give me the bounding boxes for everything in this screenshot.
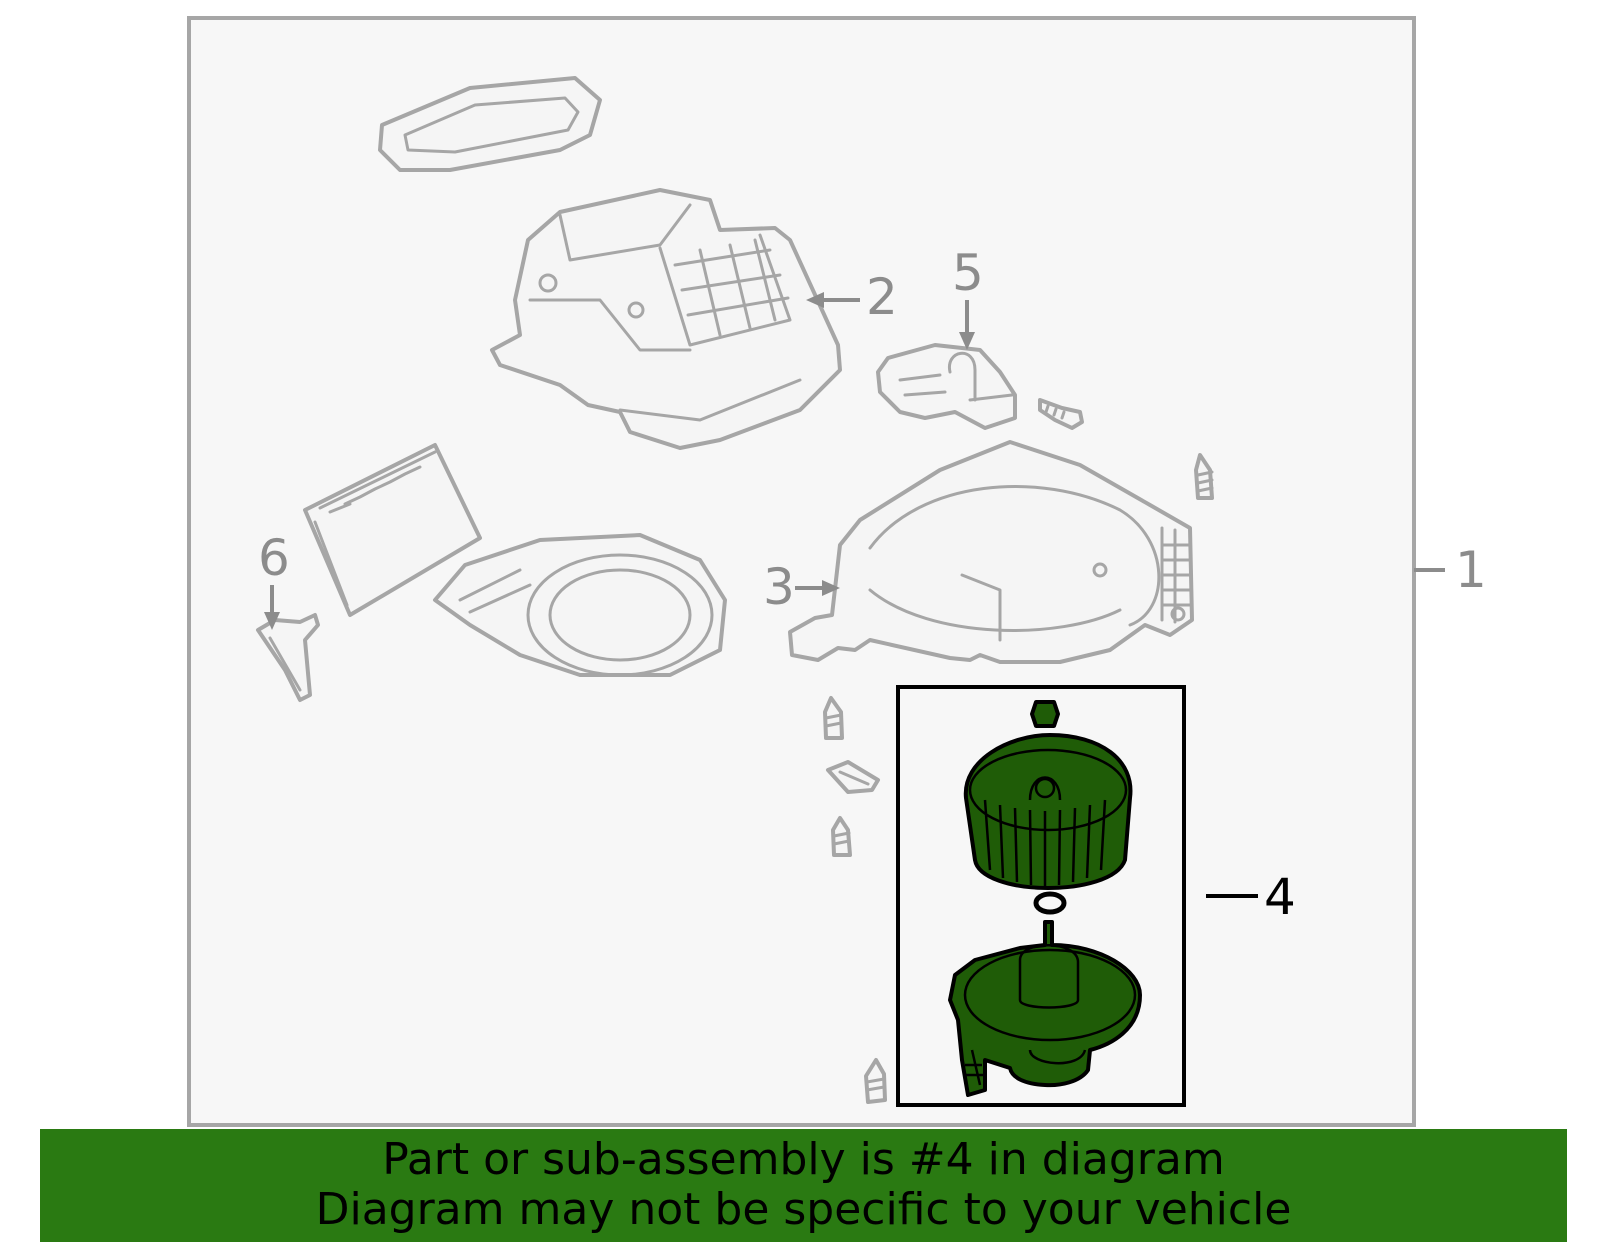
clip-part (256, 613, 320, 702)
cabin-filter-part (303, 443, 482, 617)
o-ring-part (1033, 891, 1067, 915)
callout-3: 3 (763, 558, 795, 616)
callout-4: 4 (1264, 868, 1296, 926)
banner-line-2: Diagram may not be specific to your vehi… (315, 1184, 1292, 1235)
screw-part (1038, 398, 1084, 430)
arrow-2 (806, 292, 824, 308)
actuator-part (876, 343, 1017, 430)
info-banner: Part or sub-assembly is #4 in diagram Di… (40, 1129, 1567, 1242)
clip-part (826, 760, 880, 794)
blower-case-part (788, 440, 1194, 664)
callout-1: 1 (1455, 541, 1487, 599)
screw-part (864, 1058, 887, 1104)
blower-motor-part (948, 920, 1142, 1097)
arrow-5 (959, 332, 975, 350)
blower-wheel-part (963, 733, 1133, 890)
callout-5: 5 (952, 244, 984, 302)
screw-part (1194, 453, 1214, 500)
nut-part (1030, 700, 1060, 728)
callout-6: 6 (258, 529, 290, 587)
callout-2: 2 (866, 268, 898, 326)
screw-part (823, 696, 844, 740)
upper-housing-part (490, 188, 842, 450)
banner-line-1: Part or sub-assembly is #4 in diagram (382, 1134, 1225, 1185)
top-seal-part (378, 76, 602, 172)
screw-part (831, 816, 852, 857)
arrow-6 (264, 612, 280, 630)
cover-plate-part (433, 533, 727, 677)
arrow-3 (822, 580, 840, 596)
highlight-box-4 (896, 685, 1186, 1107)
